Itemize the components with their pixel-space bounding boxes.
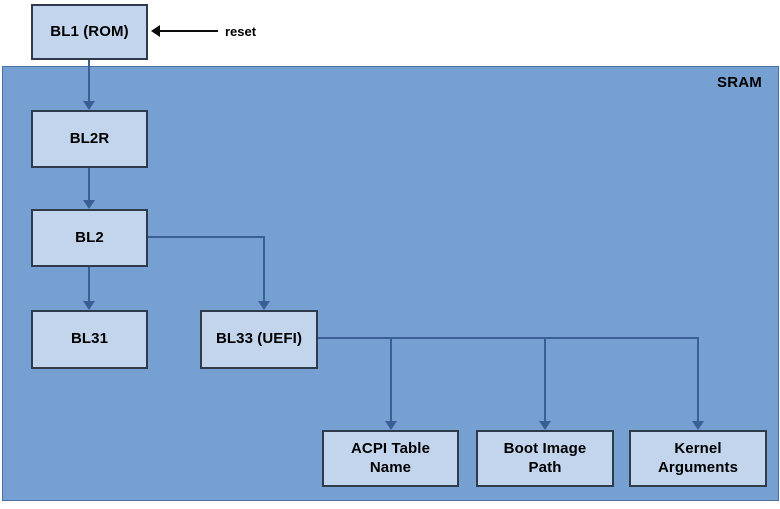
sram-region-label: SRAM [717, 74, 762, 91]
edge-bl33-acpi-arrowhead [385, 421, 397, 430]
node-bl31-label: BL31 [70, 330, 109, 348]
node-bl2r-label: BL2R [69, 129, 110, 147]
edge-bl33-acpi-vertical [390, 337, 392, 423]
node-bl33[interactable]: BL33 (UEFI) [200, 310, 318, 369]
edge-bl33-bootimg-vertical [544, 337, 546, 423]
node-acpi-table-name[interactable]: ACPI Table Name [322, 430, 459, 487]
node-boot-image-path-label: Boot Image Path [503, 439, 587, 476]
edge-bl33-bus-horizontal [317, 337, 699, 339]
node-bl31[interactable]: BL31 [31, 310, 148, 369]
node-boot-image-path[interactable]: Boot Image Path [476, 430, 614, 487]
reset-connector-line [160, 30, 218, 32]
node-bl1-label: BL1 (ROM) [50, 22, 129, 40]
node-bl2r[interactable]: BL2R [31, 110, 148, 168]
node-bl2[interactable]: BL2 [31, 209, 148, 267]
node-bl2-label: BL2 [75, 228, 104, 246]
node-kernel-arguments-label: Kernel Arguments [657, 439, 739, 476]
edge-bl2-bl33-vertical [263, 236, 265, 303]
reset-label: reset [225, 24, 257, 39]
edge-bl1-bl2r-line [88, 59, 90, 103]
edge-bl2-bl31-arrowhead [83, 301, 95, 310]
edge-bl1-bl2r-arrowhead [83, 101, 95, 110]
edge-bl2-bl33-arrowhead [258, 301, 270, 310]
edge-bl2r-bl2-line [88, 168, 90, 202]
reset-arrowhead [151, 25, 160, 37]
edge-bl33-kernel-vertical [697, 337, 699, 423]
edge-bl2r-bl2-arrowhead [83, 200, 95, 209]
edge-bl33-kernel-arrowhead [692, 421, 704, 430]
node-bl1[interactable]: BL1 (ROM) [31, 4, 148, 60]
node-bl33-label: BL33 (UEFI) [215, 330, 303, 348]
node-kernel-arguments[interactable]: Kernel Arguments [629, 430, 767, 487]
edge-bl2-bl33-horizontal [147, 236, 265, 238]
node-acpi-table-name-label: ACPI Table Name [350, 439, 431, 476]
edge-bl2-bl31-line [88, 267, 90, 302]
edge-bl33-bootimg-arrowhead [539, 421, 551, 430]
